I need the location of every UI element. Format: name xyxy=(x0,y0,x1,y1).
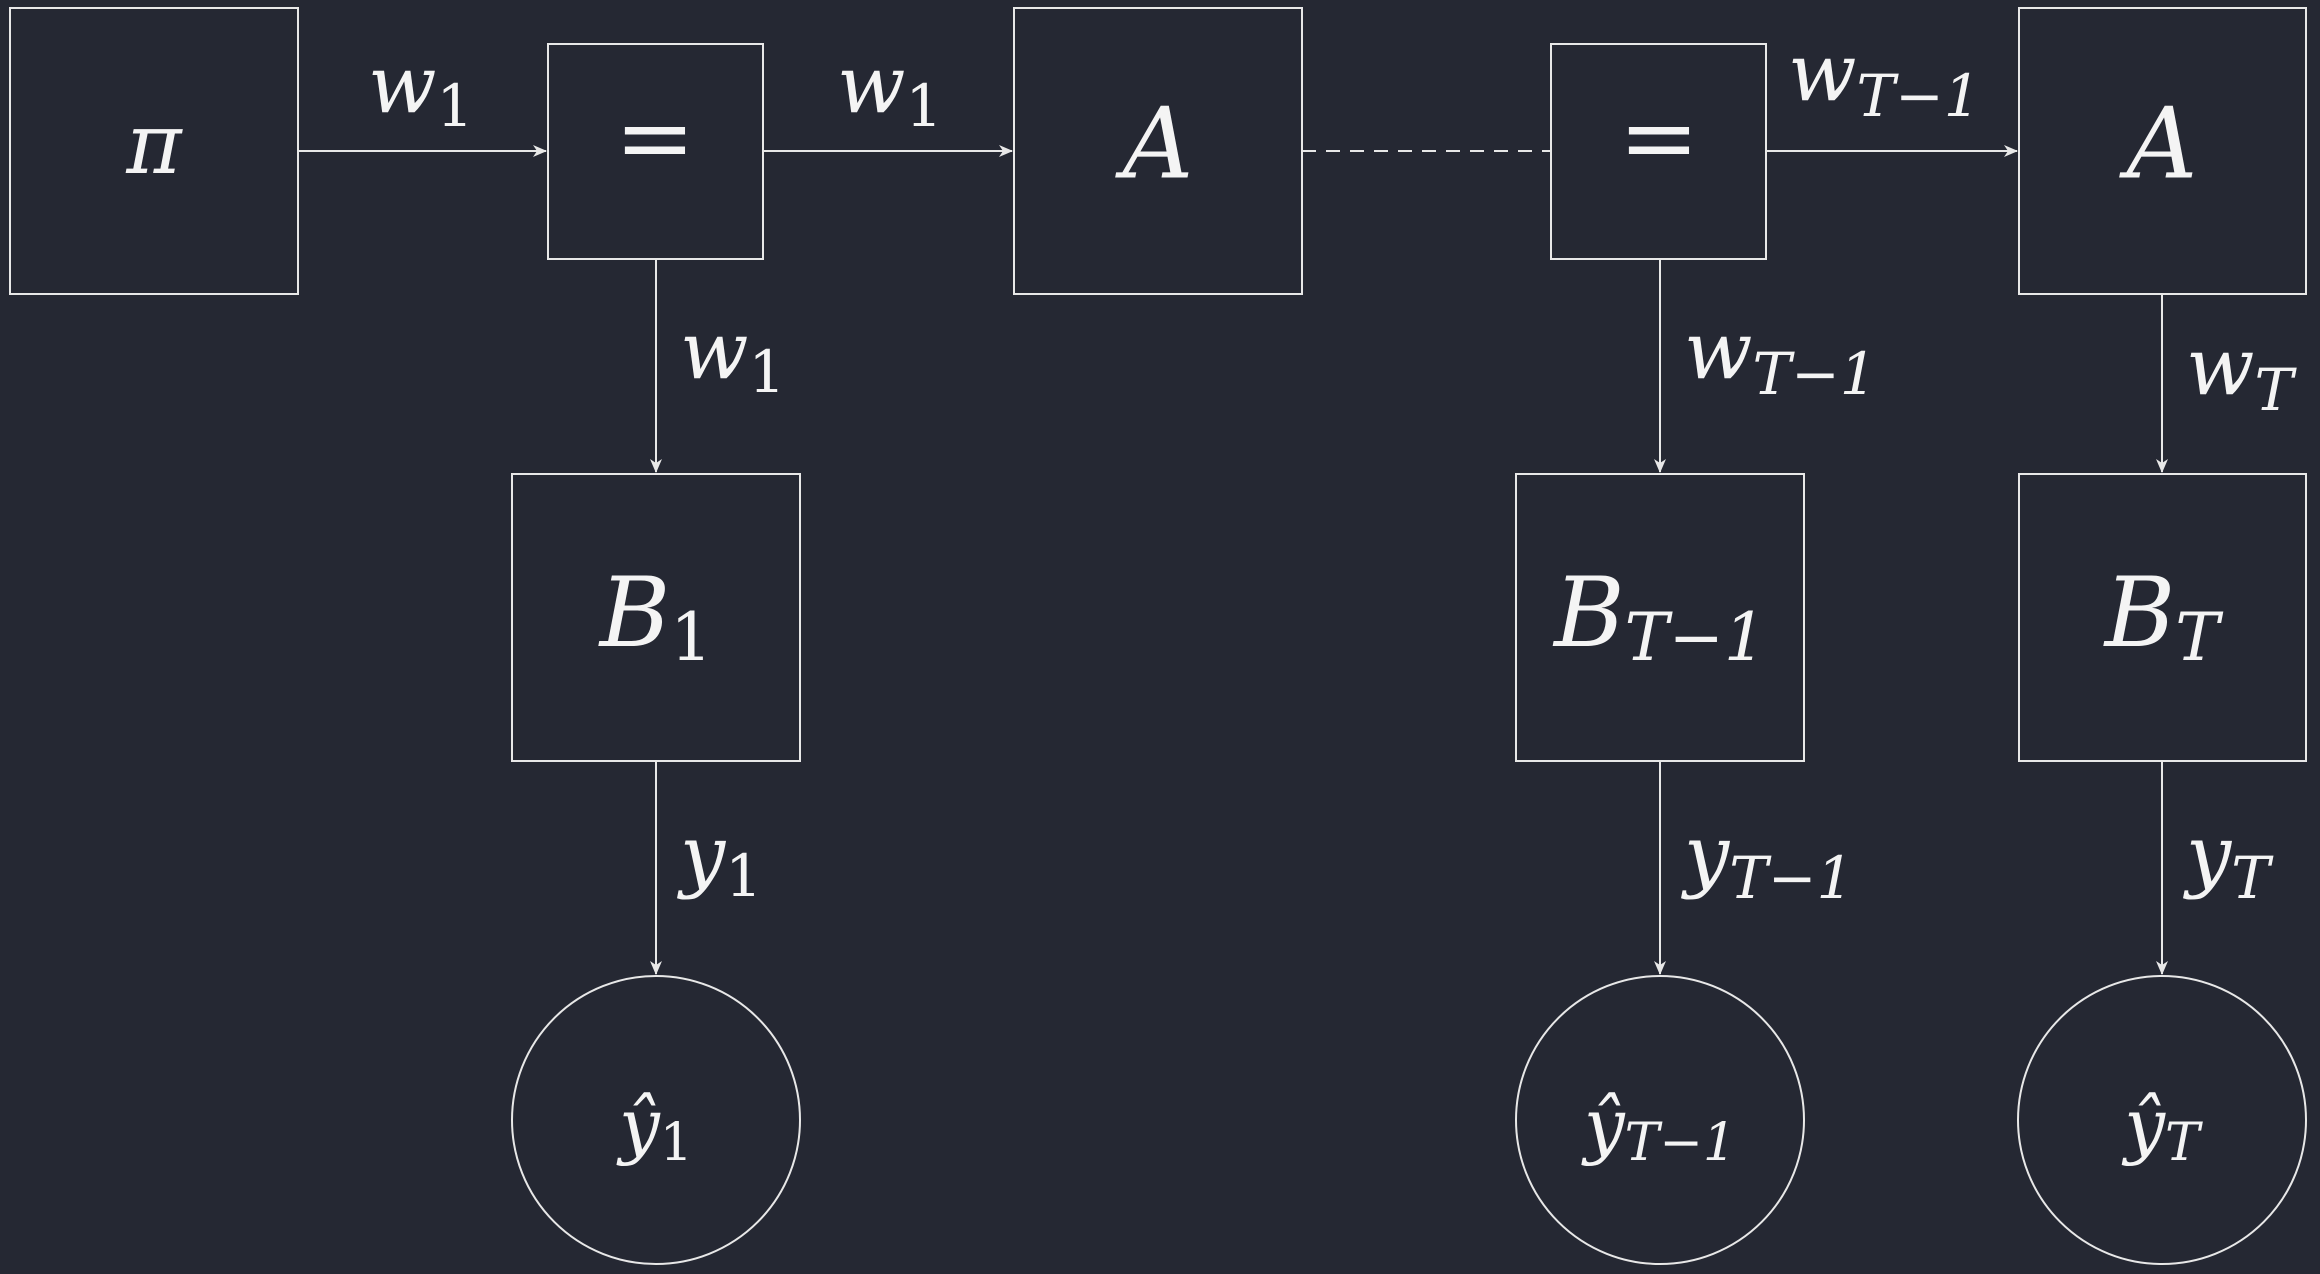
edge-label-b-1-yhat-1: y1 xyxy=(677,808,762,910)
node-a-2-label: A xyxy=(2119,88,2198,202)
node-a-2: A xyxy=(2018,7,2307,295)
edge-label-b-t-yhat-t: yT xyxy=(2183,808,2274,912)
node-pi-label: π xyxy=(125,95,183,193)
node-yhat-1: ŷ1 xyxy=(511,975,801,1265)
node-b-t-label: BT xyxy=(2103,557,2225,676)
node-yhat-t: ŷT xyxy=(2017,975,2307,1265)
node-equality-2-label: = xyxy=(1619,82,1699,194)
edge-label-equality-1-b-1: w1 xyxy=(680,304,785,406)
node-pi: π xyxy=(9,7,299,295)
edge-label-pi-equality-1: w1 xyxy=(368,38,473,140)
node-a-1-label: A xyxy=(1115,88,1194,202)
node-b-t-minus-1: BT−1 xyxy=(1515,473,1805,762)
node-equality-1-label: = xyxy=(615,82,695,194)
node-equality-2: = xyxy=(1550,43,1767,260)
node-b-1: B1 xyxy=(511,473,801,762)
node-b-t-minus-1-label: BT−1 xyxy=(1552,557,1766,676)
node-yhat-t-minus-1-label: ŷT−1 xyxy=(1581,1083,1736,1173)
node-yhat-1-label: ŷ1 xyxy=(616,1083,693,1173)
node-a-1: A xyxy=(1013,7,1303,295)
edge-label-equality-1-a-1: w1 xyxy=(837,38,942,140)
edge-label-b-t-minus-1-yhat-t-minus-1: yT−1 xyxy=(1681,808,1853,912)
node-b-t: BT xyxy=(2018,473,2307,762)
node-b-1-label: B1 xyxy=(598,557,713,676)
edge-label-equality-2-b-t-minus-1: wT−1 xyxy=(1684,304,1877,408)
node-yhat-t-minus-1: ŷT−1 xyxy=(1515,975,1805,1265)
edge-label-equality-2-a-2: wT−1 xyxy=(1788,26,1981,130)
edge-label-a-2-b-t: wT xyxy=(2186,320,2297,424)
node-yhat-t-label: ŷT xyxy=(2121,1083,2203,1173)
node-equality-1: = xyxy=(547,43,764,260)
